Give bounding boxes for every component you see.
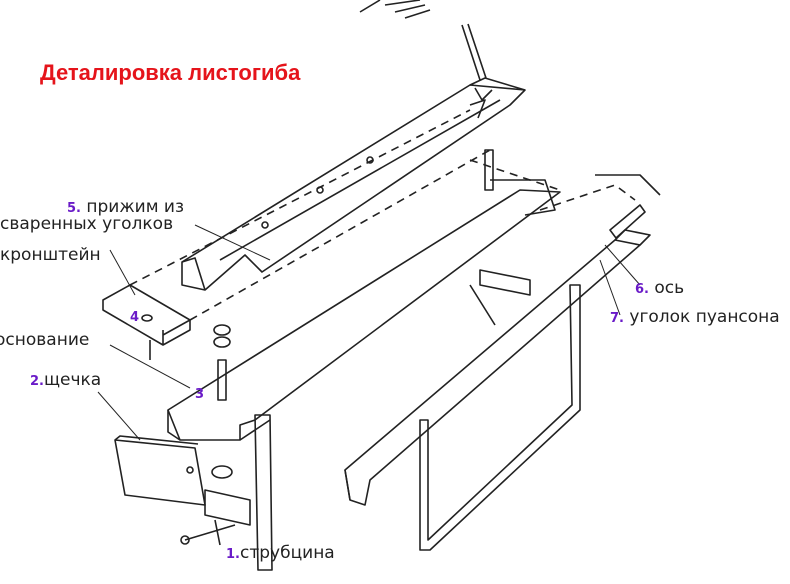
label-clamp-beam: 5. прижим из: [67, 197, 184, 219]
label-text: ось: [654, 278, 685, 298]
base-channel: [167, 149, 561, 441]
label-axis: 6. ось: [635, 278, 684, 300]
label-text: щечка: [43, 370, 102, 390]
label-number: 7.: [610, 311, 624, 326]
bracket: [102, 109, 491, 360]
clamp-beam: [181, 77, 526, 291]
label-vice: 1.струбцина: [226, 543, 335, 565]
vice-clamp: [180, 269, 531, 546]
label-clamp-beam-line2: сваренных уголков: [0, 214, 174, 234]
label-number-3: 3: [195, 387, 205, 402]
label-text: струбцина: [239, 543, 335, 563]
welding-torch: [359, 0, 493, 119]
diagram-title: Деталировка листогиба: [40, 60, 301, 85]
label-number: 2.: [30, 374, 44, 389]
label-cheek: 2.щечка: [30, 370, 101, 392]
label-number: 5.: [67, 201, 81, 216]
u-handle: [419, 284, 581, 551]
label-punch-angle: 7. уголок пуансона: [610, 307, 780, 329]
label-number-4: 4: [130, 310, 140, 325]
leader-lines: [97, 224, 641, 441]
label-number: 1.: [226, 547, 240, 562]
punch-angle: [344, 159, 661, 506]
label-text: уголок пуансона: [629, 307, 780, 327]
label-base: основание: [0, 330, 90, 350]
label-bracket: кронштейн: [0, 245, 101, 265]
label-number: 6.: [635, 282, 649, 297]
label-text: прижим из: [86, 197, 185, 217]
